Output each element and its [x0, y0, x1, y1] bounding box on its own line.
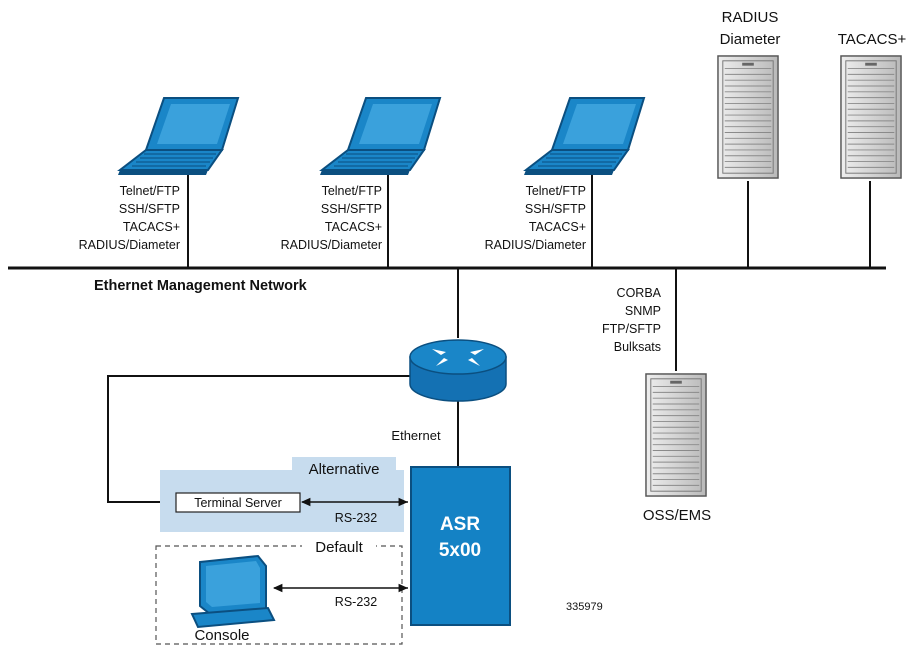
terminal-server-box	[175, 492, 301, 513]
alternative-title: Alternative	[309, 461, 380, 478]
alternative-rs232-label: RS-232	[335, 511, 377, 525]
default-path-box	[155, 545, 403, 645]
laptop-3-protocol-list: Telnet/FTP SSH/SFTP TACACS+ RADIUS/Diame…	[485, 184, 586, 252]
asr-chassis	[410, 466, 511, 626]
laptop-2-protocol: SSH/SFTP	[321, 202, 382, 216]
router-to-terminal-server-line	[107, 375, 410, 503]
router-icon	[409, 339, 507, 402]
laptop-3-protocol: Telnet/FTP	[526, 184, 586, 198]
alternative-title-tab	[292, 457, 396, 479]
oss-ems-label: OSS/EMS	[643, 507, 711, 524]
laptop-3-protocol: TACACS+	[529, 220, 586, 234]
laptop-1-protocol-list: Telnet/FTP SSH/SFTP TACACS+ RADIUS/Diame…	[79, 184, 180, 252]
default-title-tab	[302, 536, 376, 556]
asr-label-line-1: ASR	[440, 514, 480, 535]
console-label: Console	[194, 627, 249, 644]
laptop-2-protocol-list: Telnet/FTP SSH/SFTP TACACS+ RADIUS/Diame…	[281, 184, 382, 252]
oss-ems-server-icon	[645, 373, 707, 497]
laptop-1-protocol: Telnet/FTP	[120, 184, 180, 198]
tacacs-server-icon	[840, 55, 902, 179]
radius-server-label-line-1: RADIUS	[722, 9, 779, 26]
laptop-3-icon	[523, 97, 645, 176]
oss-ems-protocol: CORBA	[617, 286, 662, 300]
oss-ems-protocol-list: CORBA SNMP FTP/SFTP Bulksats	[602, 286, 662, 354]
radius-diameter-server-icon	[717, 55, 779, 179]
oss-ems-protocol: Bulksats	[614, 340, 661, 354]
figure-id: 335979	[566, 601, 603, 613]
tacacs-server-label: TACACS+	[838, 31, 907, 48]
terminal-server-label: Terminal Server	[194, 496, 282, 510]
oss-ems-protocol: FTP/SFTP	[602, 322, 661, 336]
laptop-1-protocol: RADIUS/Diameter	[79, 238, 180, 252]
laptop-2-protocol: Telnet/FTP	[322, 184, 382, 198]
laptop-1-protocol: TACACS+	[123, 220, 180, 234]
radius-server-label-line-2: Diameter	[720, 31, 781, 48]
laptop-1-protocol: SSH/SFTP	[119, 202, 180, 216]
laptop-1-icon	[117, 97, 239, 176]
default-rs232-label: RS-232	[335, 595, 377, 609]
laptop-2-protocol: RADIUS/Diameter	[281, 238, 382, 252]
laptop-2-protocol: TACACS+	[325, 220, 382, 234]
console-computer-icon	[190, 554, 276, 629]
laptop-2-icon	[319, 97, 441, 176]
laptop-3-protocol: SSH/SFTP	[525, 202, 586, 216]
network-title: Ethernet Management Network	[94, 278, 308, 294]
laptop-3-protocol: RADIUS/Diameter	[485, 238, 586, 252]
ethernet-link-label: Ethernet	[391, 428, 441, 443]
asr-label-line-2: 5x00	[439, 540, 481, 561]
oss-ems-protocol: SNMP	[625, 304, 661, 318]
default-title: Default	[315, 539, 363, 556]
